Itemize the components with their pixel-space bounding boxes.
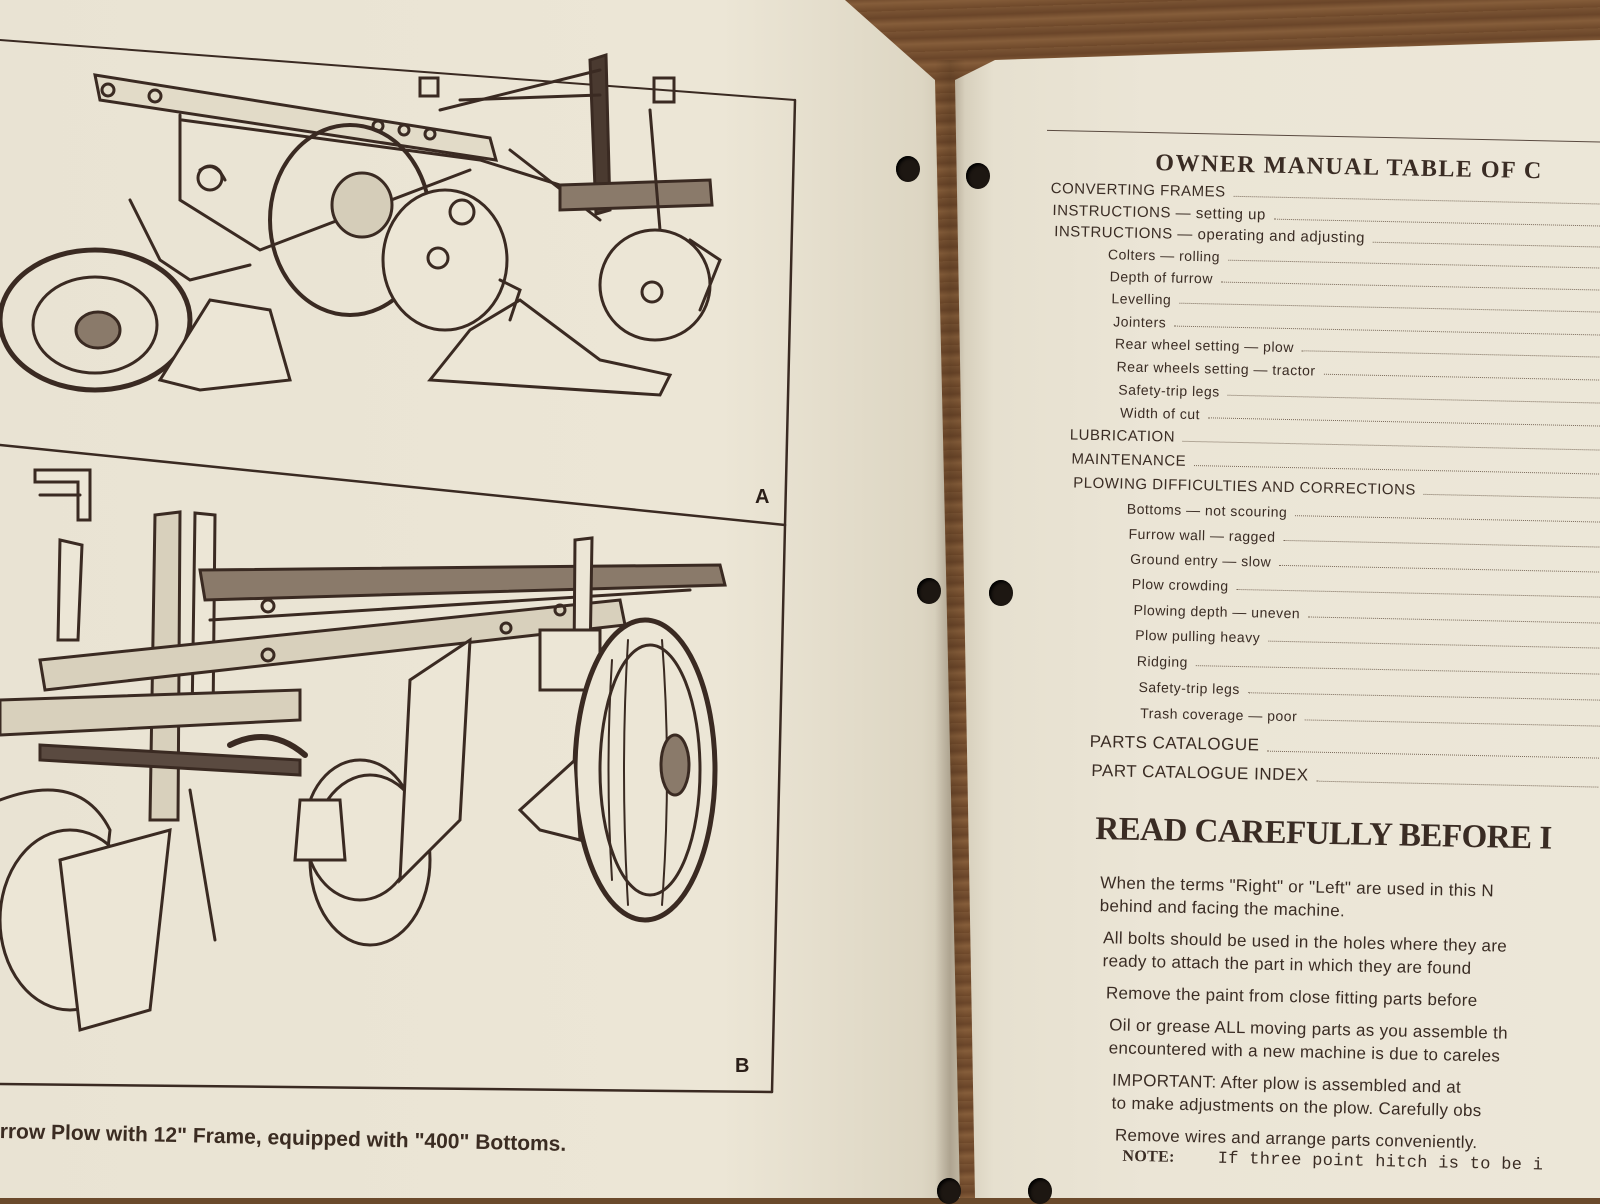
- leader-dots: [1308, 615, 1600, 624]
- plow-figure-a: [0, 52, 722, 397]
- punch-hole: [989, 580, 1013, 606]
- punch-hole: [966, 163, 990, 189]
- toc-entry-label: Width of cut: [1119, 404, 1201, 423]
- toc-entry-label: Furrow wall — ragged: [1128, 525, 1276, 545]
- toc-entry-label: Safety-trip legs: [1138, 678, 1241, 697]
- figure-label-a: A: [755, 486, 769, 508]
- instruction-paragraph: Oil or grease ALL moving parts as you as…: [1109, 1013, 1509, 1067]
- right-page: [955, 40, 1600, 1198]
- punch-hole: [896, 156, 920, 182]
- instruction-paragraph: All bolts should be used in the holes wh…: [1102, 926, 1507, 980]
- toc-entry-label: Colters — rolling: [1107, 246, 1221, 265]
- toc-entry-label: Bottoms — not scouring: [1126, 500, 1288, 520]
- leader-dots: [1316, 779, 1599, 788]
- toc-entry-label: Plow pulling heavy: [1135, 627, 1261, 646]
- plow-illustrations: A B: [0, 39, 797, 1094]
- toc-entry-label: MAINTENANCE: [1071, 450, 1187, 470]
- leader-dots: [1323, 372, 1600, 381]
- toc-entry-label: Safety-trip legs: [1118, 381, 1220, 400]
- instruction-paragraph: When the terms "Right" or "Left" are use…: [1100, 871, 1495, 925]
- punch-hole: [1028, 1178, 1052, 1204]
- toc-entry-label: Levelling: [1111, 290, 1172, 308]
- figure-label-b: B: [735, 1055, 749, 1077]
- punch-hole: [917, 578, 941, 604]
- toc-entry-label: Jointers: [1113, 313, 1167, 331]
- toc-entry-label: Plow crowding: [1131, 576, 1229, 595]
- book-spine: [935, 60, 965, 1198]
- instruction-paragraph: IMPORTANT: After plow is assembled and a…: [1111, 1068, 1482, 1122]
- toc-entry-label: PARTS CATALOGUE: [1089, 732, 1260, 755]
- toc-entry-label: LUBRICATION: [1069, 426, 1176, 447]
- toc-entry-label: Ridging: [1136, 652, 1189, 671]
- toc-entry-label: CONVERTING FRAMES: [1050, 179, 1226, 201]
- toc-entry-label: Depth of furrow: [1109, 268, 1214, 287]
- note-label: NOTE:: [1122, 1147, 1175, 1166]
- toc-entry-label: Trash coverage — poor: [1140, 704, 1298, 725]
- leader-dots: [1423, 492, 1600, 499]
- toc-entry-label: Ground entry — slow: [1130, 550, 1272, 570]
- leader-dots: [1372, 240, 1600, 248]
- leader-dots: [1305, 718, 1600, 727]
- plow-figure-b: [0, 468, 727, 1032]
- note-text: If three point hitch is to be i: [1217, 1149, 1544, 1176]
